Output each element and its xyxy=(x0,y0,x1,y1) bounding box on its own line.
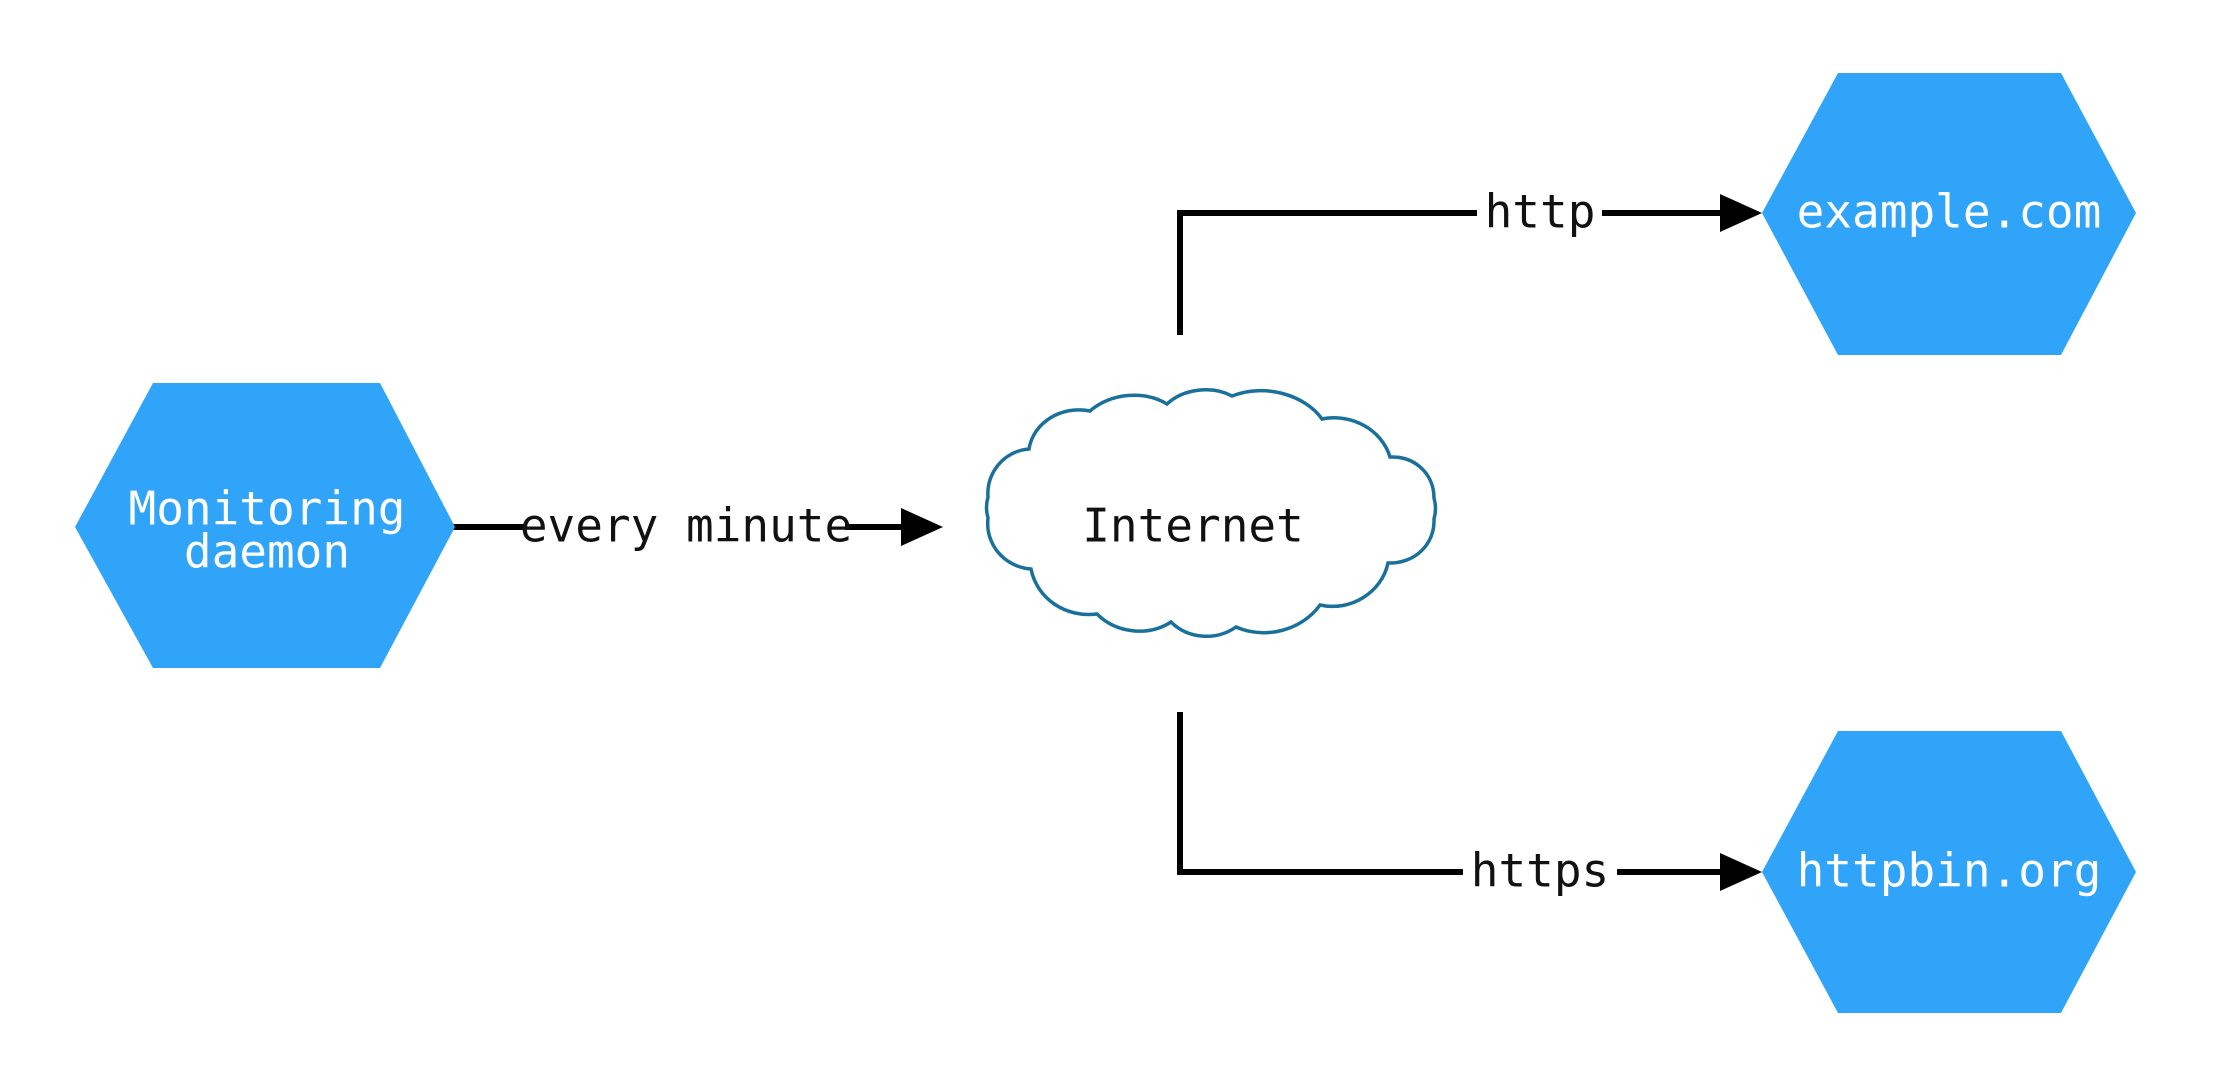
edge-internet-to-httpbin[interactable]: https xyxy=(1177,712,1762,898)
node-label-monitoring-daemon-line2: daemon xyxy=(184,525,350,579)
node-label-httpbin-org: httpbin.org xyxy=(1797,844,2102,898)
node-label-internet: Internet xyxy=(1082,499,1304,553)
hexagon-shape xyxy=(1762,731,2136,1013)
arrowhead-icon xyxy=(1720,194,1762,232)
edge-internet-to-example[interactable]: http xyxy=(1177,185,1762,336)
arrowhead-icon xyxy=(1720,853,1762,891)
arrowhead-icon xyxy=(901,508,943,546)
node-example-com[interactable]: example.com xyxy=(1762,73,2136,355)
node-label-monitoring-daemon-line1: Monitoring xyxy=(129,482,406,536)
edge-daemon-to-internet[interactable]: every minute xyxy=(452,499,943,553)
edge-path-http-elbow xyxy=(1177,210,1477,335)
edge-label-every-minute: every minute xyxy=(520,499,852,553)
node-httpbin-org[interactable]: httpbin.org xyxy=(1762,731,2136,1013)
node-label-example-com: example.com xyxy=(1797,185,2102,239)
cloud-shape xyxy=(984,388,1438,639)
hexagon-shape xyxy=(1762,73,2136,355)
edge-label-https: https xyxy=(1471,844,1609,898)
edge-label-http: http xyxy=(1485,185,1596,239)
node-internet-cloud[interactable]: Internet xyxy=(984,388,1438,639)
node-monitoring-daemon[interactable]: Monitoring daemon xyxy=(75,383,455,668)
hexagon-shape xyxy=(75,383,455,668)
edge-path-https-elbow xyxy=(1177,712,1463,875)
